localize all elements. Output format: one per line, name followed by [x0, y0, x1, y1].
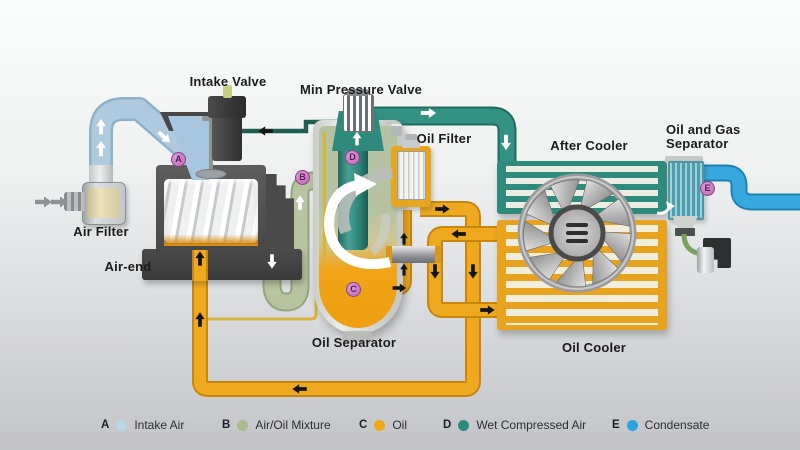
thermostatic-valve	[386, 246, 441, 263]
ogs-flow-arrow	[656, 201, 675, 215]
label-air-end: Air-end	[104, 259, 152, 274]
legend-key: D	[443, 419, 452, 431]
label-oil-filter: Oil Filter	[416, 131, 472, 146]
air-filter-element	[88, 188, 119, 218]
label-min-pressure-valve: Min Pressure Valve	[299, 82, 423, 97]
legend-label: Condensate	[644, 418, 710, 432]
legend-dot-wet-compressed-air	[458, 419, 470, 431]
cooling-fan	[517, 173, 637, 293]
legend-label: Wet Compressed Air	[476, 418, 587, 432]
marker-a: A	[171, 152, 186, 167]
label-oil-cooler: Oil Cooler	[561, 340, 627, 355]
intake-valve-pin	[223, 85, 232, 98]
legend-label: Oil	[392, 418, 407, 432]
swirl-arrow	[324, 166, 394, 270]
fan-hub-lines	[566, 223, 588, 243]
min-pressure-valve-cap	[347, 89, 368, 96]
marker-e: E	[700, 181, 715, 196]
marker-b: B	[295, 170, 310, 185]
marker-c: C	[346, 282, 361, 297]
intake-valve-top	[208, 96, 246, 118]
drain-valve-cylinder	[697, 247, 714, 273]
oil-gas-separator-band	[675, 228, 695, 236]
legend-dot-oil	[374, 419, 386, 431]
oil-gas-separator-funnel	[672, 216, 698, 229]
label-after-cooler: After Cooler	[550, 138, 628, 153]
legend-item-condensate: E Condensate	[612, 418, 709, 432]
oil-gas-separator-cap	[665, 156, 703, 163]
oil-filter-element	[397, 151, 426, 200]
legend-dot-air-oil-mixture	[237, 419, 249, 431]
legend-item-oil: C Oil	[359, 418, 407, 432]
label-intake-valve: Intake Valve	[189, 74, 267, 89]
legend-item-wet-compressed-air: D Wet Compressed Air	[443, 418, 586, 432]
legend-dot-intake-air	[116, 419, 128, 431]
poppet-stem	[209, 119, 213, 175]
scavenge-line	[206, 140, 318, 321]
label-oil-gas-separator: Oil and Gas Separator	[666, 122, 741, 151]
poppet-disc	[195, 169, 227, 179]
oil-glow	[164, 234, 258, 246]
legend-key: B	[222, 419, 231, 431]
min-pressure-valve-cylinder	[343, 94, 374, 132]
legend-item-intake-air: A Intake Air	[101, 418, 184, 432]
air-filter-inlet	[64, 192, 84, 211]
air-filter-collar	[89, 165, 113, 185]
oil-filter-cap-top	[405, 134, 417, 140]
label-air-filter: Air Filter	[73, 224, 129, 239]
condensate-pipe	[697, 164, 800, 211]
legend-key: E	[612, 419, 620, 431]
marker-d: D	[345, 150, 360, 165]
legend-item-air-oil-mixture: B Air/Oil Mixture	[222, 418, 331, 432]
legend-key: A	[101, 419, 110, 431]
tank-scavenge-line	[323, 132, 326, 262]
oil-filter-cap	[402, 139, 420, 148]
legend-dot-condensate	[626, 419, 638, 431]
label-oil-separator: Oil Separator	[311, 335, 397, 350]
legend-key: C	[359, 419, 368, 431]
legend-label: Air/Oil Mixture	[255, 418, 331, 432]
intake-funnel-blue	[168, 116, 216, 180]
legend-label: Intake Air	[134, 418, 185, 432]
wet-air-pipe	[371, 106, 517, 168]
screw-rotors	[164, 179, 258, 243]
fan-blades	[523, 179, 632, 288]
inlet-air-arrows	[35, 196, 68, 208]
breather-fitting	[391, 124, 402, 136]
tank-foot	[341, 331, 375, 341]
